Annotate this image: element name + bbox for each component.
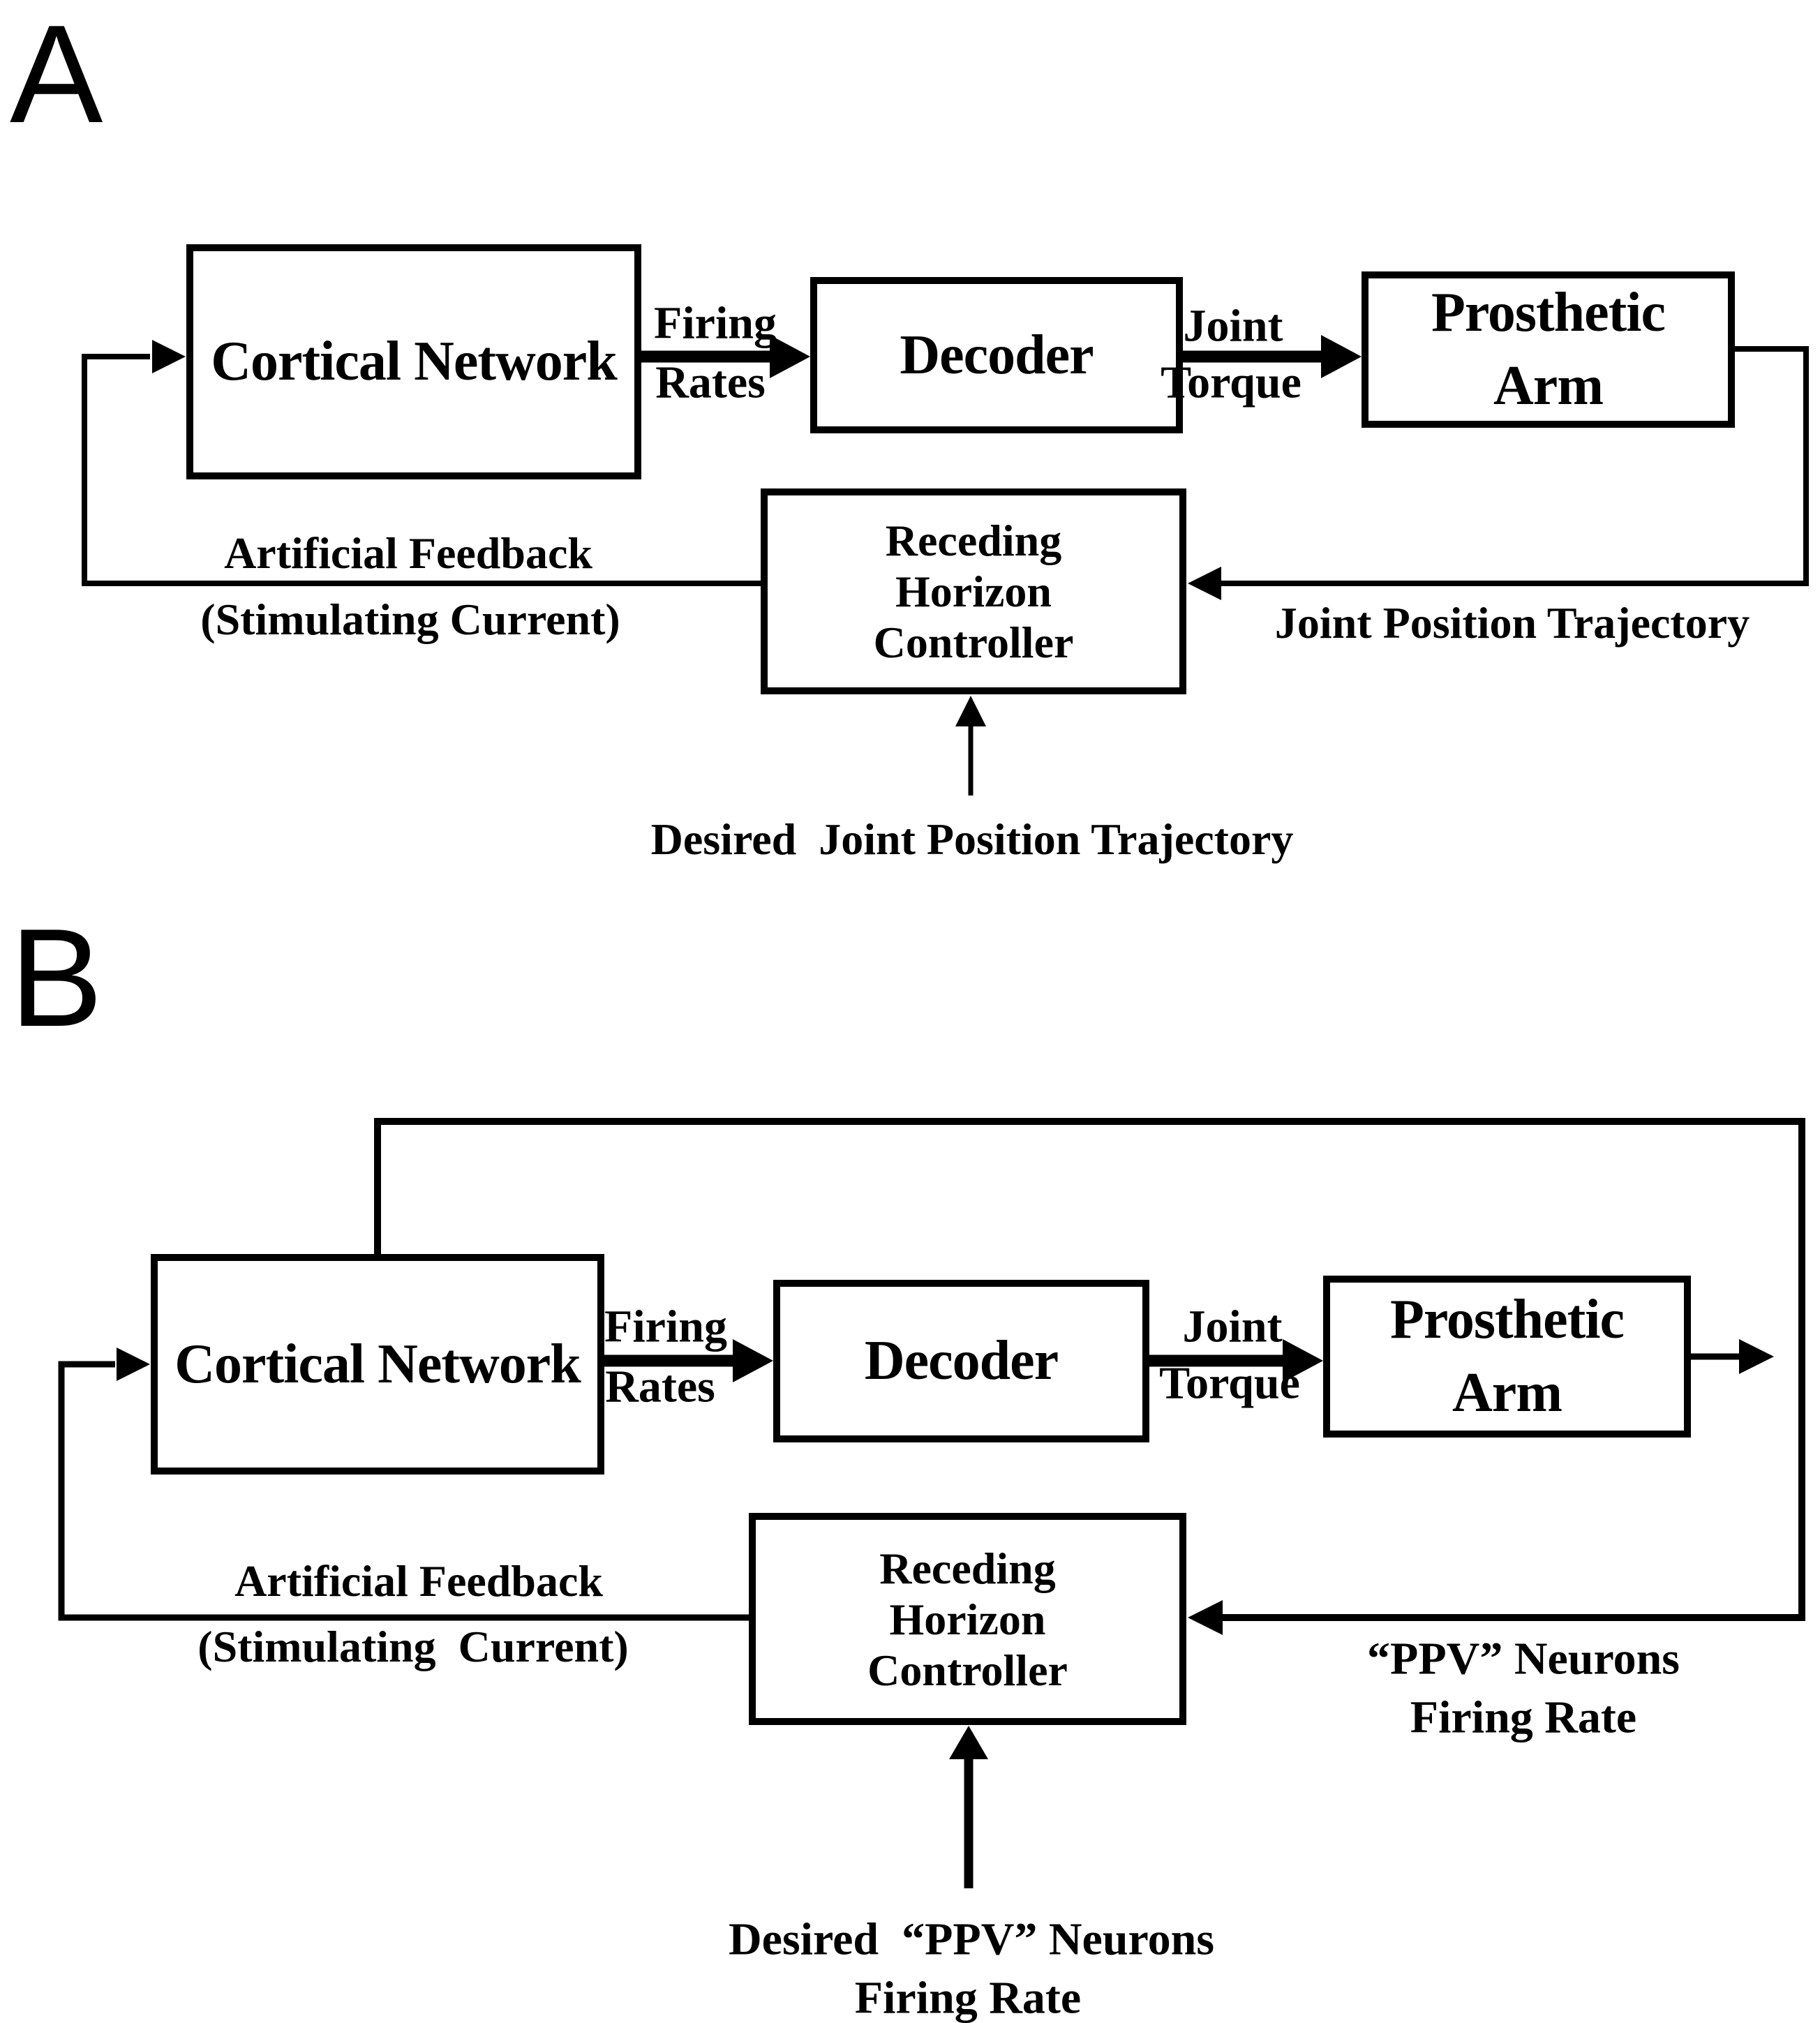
arrow-firing-rates-b — [604, 1339, 773, 1382]
arrow-joint-position-trajectory-a — [1188, 346, 1809, 600]
label-artificial-feedback-a: Artificial Feedback — [224, 528, 592, 578]
label-joint-position-trajectory-a: Joint Position Trajectory — [1274, 597, 1750, 648]
label-desired-trajectory-a: Desired Joint Position Trajectory — [650, 814, 1294, 864]
box-cortical-network-a-label: Cortical Network — [211, 331, 618, 392]
box-decoder-b: Decoder — [773, 1280, 1149, 1442]
box-decoder-a-label: Decoder — [900, 324, 1094, 386]
arrow-arm-output-b — [1691, 1339, 1774, 1374]
arrow-stimulating-current-b — [58, 1348, 749, 1621]
arrow-desired-trajectory-a — [955, 696, 986, 796]
panel-b-letter: B — [10, 900, 103, 1056]
box-prosthetic-arm-b-line2: Arm — [1452, 1362, 1562, 1424]
box-cortical-network-b-label: Cortical Network — [174, 1333, 581, 1395]
box-rhc-b-line2: Horizon — [889, 1594, 1046, 1644]
arrow-joint-torque-a — [1183, 335, 1362, 378]
label-ppv-firing-rate-b: Firing Rate — [1410, 1692, 1637, 1743]
label-stimulating-current-a: (Stimulating Current) — [200, 594, 620, 644]
label-torque-a: Torque — [1161, 357, 1301, 408]
label-desired-ppv-line2-b: Firing Rate — [854, 1972, 1082, 2023]
arrow-desired-ppv-b — [949, 1726, 988, 1888]
box-rhc-a-line1: Receding — [885, 516, 1062, 565]
label-torque-b: Torque — [1159, 1357, 1300, 1409]
box-prosthetic-arm-a-line2: Arm — [1493, 355, 1604, 417]
label-stimulating-current-b: (Stimulating Current) — [197, 1621, 629, 1671]
arrow-stimulating-current-a — [82, 340, 761, 586]
label-joint-a: Joint — [1183, 300, 1283, 352]
arrow-firing-rates-a — [641, 335, 810, 378]
box-receding-horizon-controller-a: Receding Horizon Controller — [761, 488, 1186, 694]
box-prosthetic-arm-a: Prosthetic Arm — [1362, 271, 1735, 428]
box-decoder-b-label: Decoder — [864, 1330, 1059, 1391]
box-rhc-a-line2: Horizon — [895, 567, 1052, 616]
label-firing-a: Firing — [654, 297, 777, 349]
box-cortical-network-a: Cortical Network — [186, 244, 641, 479]
label-artificial-feedback-b: Artificial Feedback — [234, 1555, 603, 1606]
panel-a-letter: A — [10, 0, 103, 152]
label-joint-b: Joint — [1182, 1301, 1283, 1352]
box-prosthetic-arm-a-line1: Prosthetic — [1431, 282, 1666, 343]
box-prosthetic-arm-b-line1: Prosthetic — [1389, 1289, 1625, 1350]
box-decoder-a: Decoder — [810, 277, 1183, 433]
box-prosthetic-arm-b: Prosthetic Arm — [1323, 1276, 1691, 1438]
label-desired-ppv-line1-b: Desired “PPV” Neurons — [728, 1913, 1215, 1965]
label-firing-b: Firing — [604, 1301, 727, 1352]
label-rates-b: Rates — [605, 1361, 715, 1412]
label-ppv-neurons-b: “PPV” Neurons — [1367, 1633, 1680, 1685]
label-rates-a: Rates — [655, 357, 766, 408]
box-cortical-network-b: Cortical Network — [151, 1254, 604, 1475]
arrow-ppv-feedback-b — [374, 1118, 1805, 1635]
box-rhc-b-line3: Controller — [867, 1645, 1068, 1695]
box-receding-horizon-controller-b: Receding Horizon Controller — [749, 1513, 1186, 1725]
box-rhc-a-line3: Controller — [873, 618, 1074, 667]
arrow-joint-torque-b — [1149, 1339, 1323, 1382]
box-rhc-b-line1: Receding — [879, 1543, 1056, 1593]
